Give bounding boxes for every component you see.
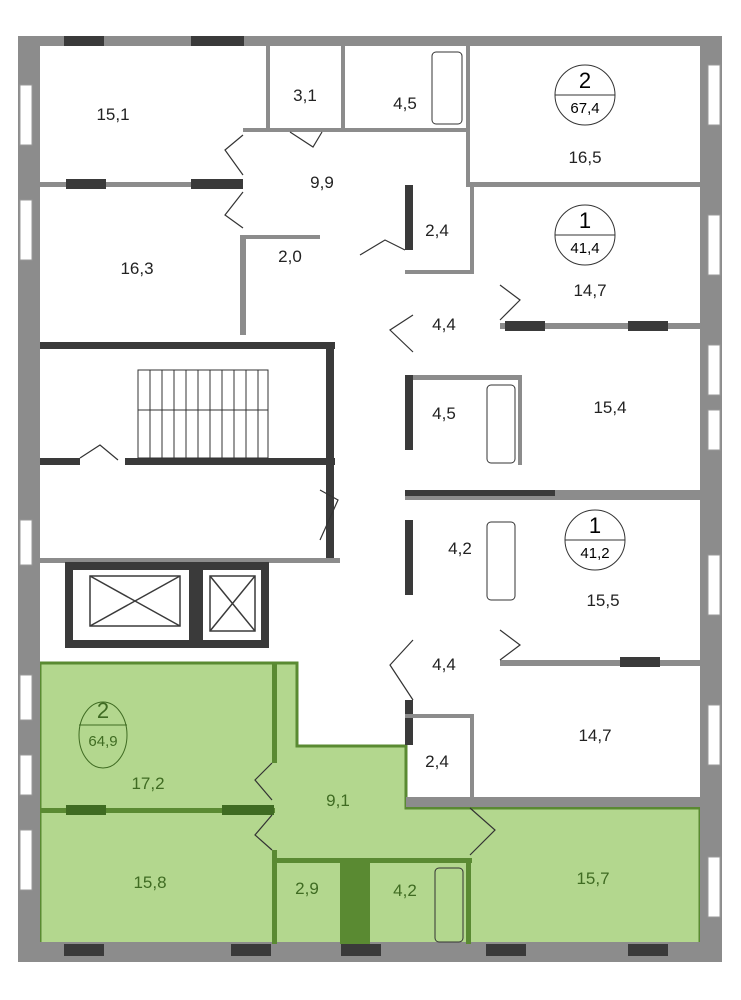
room-area: 14,7 <box>573 281 606 300</box>
apartment-badge-highlighted[interactable]: 2 64,9 <box>78 698 128 769</box>
room-area: 15,5 <box>586 591 619 610</box>
room-area: 15,7 <box>576 869 609 888</box>
room-area: 4,2 <box>448 539 472 558</box>
room-area: 16,5 <box>568 148 601 167</box>
bathtubs <box>431 51 516 943</box>
badge-area: 41,2 <box>580 545 609 562</box>
badge-rooms: 2 <box>97 698 109 723</box>
room-area: 2,0 <box>278 247 302 266</box>
doors <box>79 131 521 856</box>
badge-area: 41,4 <box>570 240 599 257</box>
room-area: 2,4 <box>425 221 449 240</box>
room-area: 9,1 <box>326 791 350 810</box>
room-area: 4,4 <box>432 655 456 674</box>
badge-rooms: 1 <box>579 208 591 233</box>
room-area: 4,5 <box>393 94 417 113</box>
outer-walls <box>18 36 722 962</box>
room-area: 15,4 <box>593 398 626 417</box>
apartment-interior-walls <box>40 663 472 944</box>
room-labels: 15,1 3,1 4,5 16,5 9,9 16,3 2,0 2,4 14,7 … <box>96 86 626 900</box>
badge-area: 64,9 <box>88 733 117 750</box>
apartment-badge[interactable]: 2 67,4 <box>554 64 616 126</box>
badge-area: 67,4 <box>570 100 599 117</box>
badge-rooms: 1 <box>589 513 601 538</box>
room-area: 15,1 <box>96 105 129 124</box>
room-area: 16,3 <box>120 259 153 278</box>
windows <box>19 64 721 918</box>
interior-walls <box>40 45 700 807</box>
room-area: 14,7 <box>578 726 611 745</box>
apartment-badge[interactable]: 1 41,2 <box>564 509 626 571</box>
badge-rooms: 2 <box>579 68 591 93</box>
staircase <box>137 369 269 459</box>
room-area: 4,5 <box>432 404 456 423</box>
room-area: 17,2 <box>131 774 164 793</box>
room-area: 2,4 <box>425 752 449 771</box>
elevator-shafts <box>65 562 269 648</box>
room-area: 9,9 <box>310 173 334 192</box>
room-area: 4,4 <box>432 315 456 334</box>
apartment-badge[interactable]: 1 41,4 <box>554 204 616 266</box>
room-area: 15,8 <box>133 873 166 892</box>
room-area: 2,9 <box>295 879 319 898</box>
wall-columns <box>64 36 668 956</box>
room-area: 4,2 <box>393 881 417 900</box>
room-area: 3,1 <box>293 86 317 105</box>
